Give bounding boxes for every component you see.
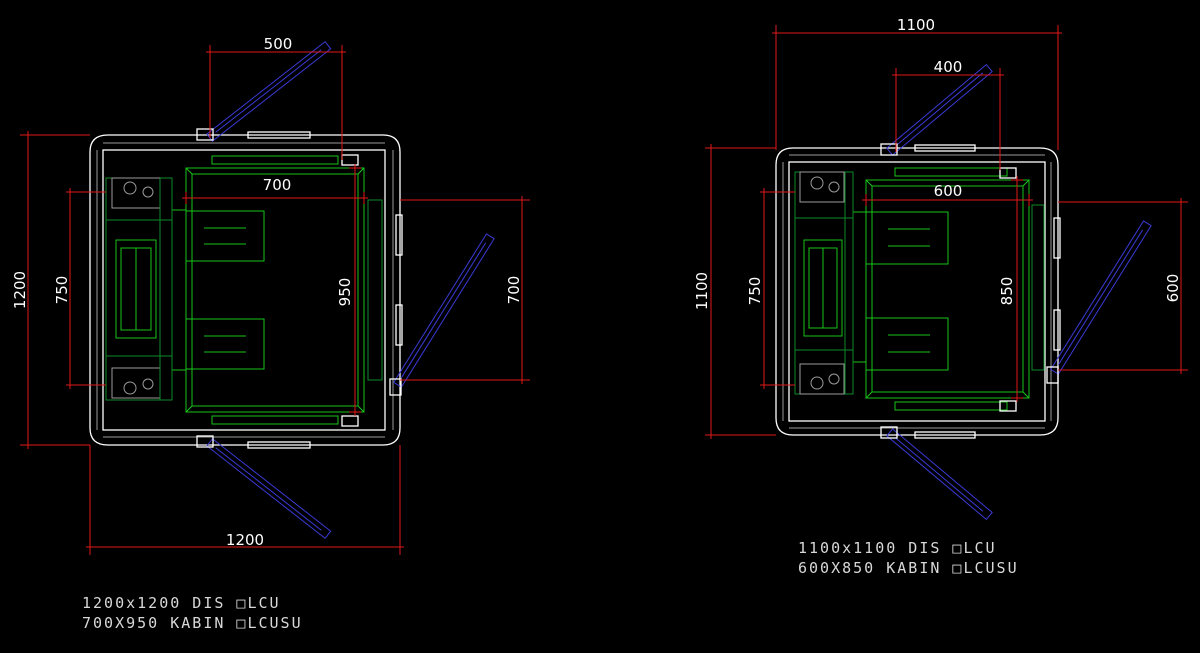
cabin-left <box>171 155 383 425</box>
dim-outer-height: 1200 <box>11 271 29 309</box>
rail-assembly-left <box>105 177 173 401</box>
dimension-lines-right <box>705 25 1188 439</box>
plan-title-line1: 1100x1100 DIS □LCU <box>798 539 997 557</box>
dim-door-top: 400 <box>934 58 963 76</box>
swing-doors-right <box>880 63 1152 521</box>
dim-door-right: 600 <box>1164 274 1182 303</box>
shaft-walls-right <box>775 144 1061 439</box>
shaft-walls-left <box>89 131 403 449</box>
dim-outer-height: 1100 <box>693 272 711 310</box>
dim-cabin-depth: 950 <box>336 278 354 307</box>
plan-title-line2: 600X850 KABIN □LCUSU <box>798 559 1019 577</box>
dim-door-top: 500 <box>264 35 293 53</box>
dim-rail-span: 750 <box>746 277 764 306</box>
dim-door-right: 700 <box>505 276 523 305</box>
dim-cabin-depth: 850 <box>998 277 1016 306</box>
plan-1200: 500 700 1200 1200 750 950 700 1200x1200 … <box>11 35 530 632</box>
dim-outer-width: 1200 <box>226 531 264 549</box>
dim-outer-width: 1100 <box>897 16 935 34</box>
rail-assembly-right <box>794 171 854 395</box>
dim-rail-span: 750 <box>53 276 71 305</box>
dim-cabin-width: 600 <box>934 182 963 200</box>
plan-1100: 1100 400 600 1100 750 850 600 1100x1100 … <box>693 16 1188 577</box>
plan-title-line1: 1200x1200 DIS □LCU <box>82 594 281 612</box>
dim-cabin-width: 700 <box>263 176 292 194</box>
plan-title-line2: 700X950 KABIN □LCUSU <box>82 614 303 632</box>
dimension-lines-left <box>20 45 530 555</box>
